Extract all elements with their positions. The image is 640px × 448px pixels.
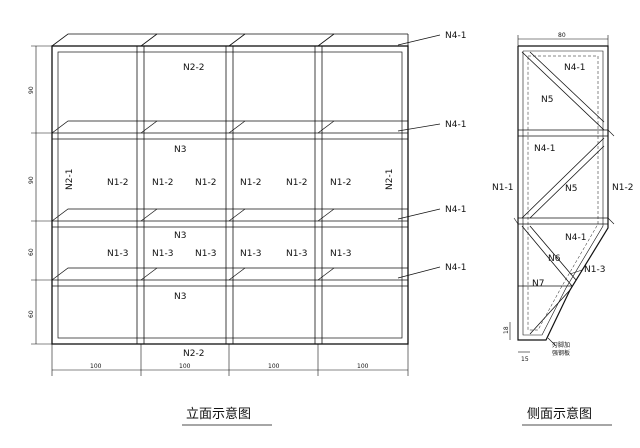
side-outline <box>517 45 609 341</box>
front-outer-frame <box>51 45 409 345</box>
mid-beam-label: N3 <box>174 292 186 302</box>
side-bottom-dim: 15 <box>521 356 529 363</box>
width-dim: 100 <box>90 363 102 370</box>
n1-3-label: N1-3 <box>240 249 261 259</box>
height-dim: 90 <box>28 176 35 184</box>
side-n1-3: N1-3 <box>584 265 605 275</box>
side-view-caption: 侧面示意图 <box>527 406 592 422</box>
height-dim: 60 <box>28 248 35 256</box>
width-dim: 100 <box>179 363 191 370</box>
ledge <box>51 208 409 222</box>
note-leader <box>547 337 557 347</box>
n1-3-label: N1-3 <box>330 249 351 259</box>
beam-ledges <box>51 120 409 281</box>
n1-2-label: N1-2 <box>330 178 351 188</box>
n1-3-label: N1-3 <box>286 249 307 259</box>
front-inner-frame <box>57 51 403 339</box>
n1-2-label: N1-2 <box>286 178 307 188</box>
front-columns <box>136 46 323 344</box>
side-top-dim: 80 <box>558 32 566 39</box>
n1-3-label: N1-3 <box>195 249 216 259</box>
top-beam-label: N2-2 <box>183 63 204 73</box>
side-n4-1-mid: N4-1 <box>534 144 555 154</box>
n1-2-label: N1-2 <box>152 178 173 188</box>
n1-2-label: N1-2 <box>107 178 128 188</box>
n1-2-label: N1-2 <box>195 178 216 188</box>
side-n6: N6 <box>548 254 561 264</box>
side-n5-top: N5 <box>541 95 553 105</box>
side-n1-1: N1-1 <box>492 183 513 193</box>
side-n4-1-top: N4-1 <box>564 63 585 73</box>
side-note-line2: 强钢板 <box>552 349 570 357</box>
side-dashed-outline <box>527 55 599 331</box>
n1-3-leader <box>569 269 583 275</box>
top-perspective-line <box>140 33 158 47</box>
ledge <box>51 267 409 281</box>
ledge <box>51 120 409 134</box>
callout-n4-1: N4-1 <box>445 120 466 130</box>
callout-n4-1: N4-1 <box>445 31 466 41</box>
n1-3-label: N1-3 <box>152 249 173 259</box>
front-beams <box>52 132 408 287</box>
n1-3-label: N1-3 <box>107 249 128 259</box>
front-view-caption: 立面示意图 <box>186 406 251 422</box>
left-dimension <box>31 45 52 345</box>
side-horizontals <box>518 129 608 287</box>
side-n5-mid: N5 <box>565 184 577 194</box>
left-post-label: N2-1 <box>65 169 75 190</box>
side-corner-ticks <box>513 129 615 225</box>
height-dim: 60 <box>28 310 35 318</box>
side-elevation: 80 <box>492 32 633 426</box>
bottom-beam-label: N2-2 <box>183 349 204 359</box>
side-height-dim: 18 <box>503 326 510 334</box>
top-perspective-line <box>51 33 408 47</box>
side-n1-2: N1-2 <box>612 183 633 193</box>
side-note-line1: 刃脚加 <box>552 341 570 349</box>
callout-n4-1: N4-1 <box>445 263 466 273</box>
top-perspective-line <box>317 33 335 47</box>
width-dim: 100 <box>268 363 280 370</box>
front-elevation: N4-1 N4-1 N4-1 N4-1 N2-2 N2-2 N3 N3 N3 N… <box>28 31 466 426</box>
top-perspective-line <box>228 33 246 47</box>
callout-n4-1: N4-1 <box>445 205 466 215</box>
side-n7: N7 <box>532 279 544 289</box>
bottom-dimension <box>51 344 409 376</box>
width-dim: 100 <box>357 363 369 370</box>
n1-2-label: N1-2 <box>240 178 261 188</box>
mid-beam-label: N3 <box>174 231 186 241</box>
side-diagonals <box>521 51 605 335</box>
side-inner-outline <box>522 50 604 336</box>
right-post-label: N2-1 <box>385 169 395 190</box>
mid-beam-label: N3 <box>174 145 186 155</box>
side-n4-1-low: N4-1 <box>565 233 586 243</box>
height-dim: 90 <box>28 86 35 94</box>
callout-leaders <box>397 34 441 279</box>
